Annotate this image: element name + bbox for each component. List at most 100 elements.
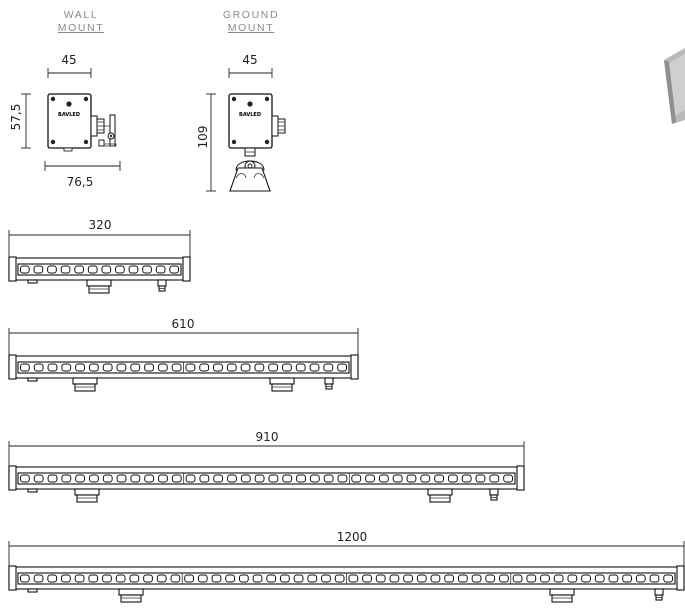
led-chip [128,265,139,274]
led-chip [403,574,413,583]
led-chip [226,363,237,372]
led-chip [33,474,44,483]
led-bar [8,230,191,294]
led-chip [540,574,550,583]
led-chip [365,474,375,483]
led-chip [309,363,320,372]
led-chip [337,363,348,372]
cable-gland [654,588,664,596]
ground-width-dimension: 45 [242,53,258,67]
led-chip [142,265,152,274]
bar-end-cap [676,565,685,591]
led-chip [170,574,181,583]
led-chip [321,574,331,583]
led-chip [351,474,362,483]
led-chip [19,574,30,583]
led-chip [296,474,306,483]
led-chip [649,574,660,583]
led-chip [171,363,182,372]
bar-foot [27,377,38,382]
led-chip [447,474,458,483]
led-chip [33,363,44,372]
led-chip [389,574,400,583]
mount-bracket [72,377,98,385]
product-photo-fragment [664,48,685,124]
led-chip [61,574,71,583]
led-chip [663,574,674,583]
led-chip [430,574,441,583]
cable-gland [157,279,167,287]
led-chip [47,265,57,274]
mount-bracket [120,594,142,603]
led-chip [282,363,292,372]
led-chip [240,474,251,483]
led-chip [75,363,85,372]
led-chip [157,363,168,372]
led-chip [503,474,514,483]
led-chip [61,474,72,483]
led-chip [144,474,155,483]
led-chip [334,574,345,583]
mount-bracket [271,383,293,392]
led-chip [489,474,500,483]
bar-foot [27,588,38,593]
mount-bracket [269,377,295,385]
led-chip [115,574,126,583]
bar-length-label: 910 [255,430,279,444]
wall-mount-drawing: BAVLED [21,68,121,171]
led-chip [622,574,632,583]
led-chip [567,574,578,583]
wall-mount-label-line2: MOUNT [57,22,105,34]
bar-end-cap [516,465,525,491]
led-chip [392,474,403,483]
led-chip [280,574,290,583]
led-chip [89,474,99,483]
ground-mount-label-line2: MOUNT [227,22,275,34]
wall-depth-dimension: 76,5 [66,175,94,189]
bar-end-cap [350,354,359,380]
wall-mount-logo: BAVLED [58,112,80,118]
led-chip [323,363,334,372]
led-chip [197,574,208,583]
led-chip [102,474,113,483]
led-chip [471,574,482,583]
mount-bracket [118,588,144,596]
led-chip [337,474,348,483]
led-chip [129,574,140,583]
mount-bracket [429,494,451,503]
mount-bracket [549,588,575,596]
led-bars [8,230,685,603]
led-chip [115,265,125,274]
mount-bracket [427,488,453,496]
led-chip [526,574,537,583]
led-chip [61,363,72,372]
mount-bracket [86,279,112,287]
wall-width-dimension: 45 [61,53,77,67]
led-chip [254,363,265,372]
led-chip [169,265,180,274]
mount-bracket [74,383,96,392]
led-chip [225,574,236,583]
bar-end-cap [8,465,17,491]
led-chip [268,363,279,372]
cable-gland [324,377,334,385]
led-chip [213,474,224,483]
led-chip [102,363,113,372]
led-chip [434,474,444,483]
led-chip [475,474,486,483]
ground-mount-drawing: BAVLED [206,68,286,192]
cable-gland [489,488,499,496]
led-chip [594,574,605,583]
led-chip [375,574,386,583]
led-chip [75,474,86,483]
led-chip [227,474,237,483]
led-chip [307,574,318,583]
led-chip [158,474,168,483]
led-chip [266,574,277,583]
led-chip [102,574,112,583]
led-chip [116,474,127,483]
led-chip [130,363,141,372]
led-chip [362,574,372,583]
led-chip [74,574,85,583]
